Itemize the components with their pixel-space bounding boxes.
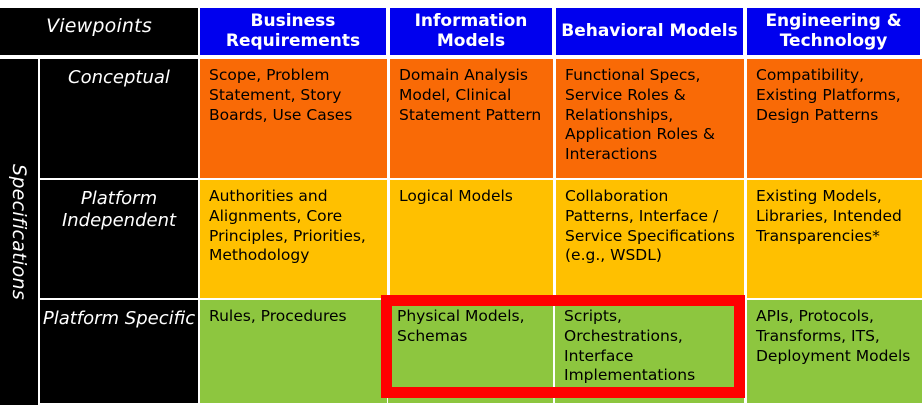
cell-text: Authorities and Alignments, Core Princip… bbox=[209, 187, 366, 265]
row-header-label: Platform Independent bbox=[61, 188, 177, 231]
column-header-information-models: Information Models bbox=[388, 8, 554, 55]
row-axis-header: Specifications bbox=[0, 57, 40, 405]
cell-conceptual-information-models: Domain Analysis Model, Clinical Statemen… bbox=[388, 57, 554, 178]
cell-platform-specific-behavioral-models: Scripts, Orchestrations, Interface Imple… bbox=[554, 298, 745, 403]
column-header-label: Business Requirements bbox=[225, 10, 361, 51]
row-header-platform-specific: Platform Specific bbox=[38, 298, 198, 403]
cell-text: Collaboration Patterns, Interface / Serv… bbox=[565, 187, 735, 265]
cell-platform-specific-engineering-technology: APIs, Protocols, Transforms, ITS, Deploy… bbox=[745, 298, 922, 403]
cell-platform-specific-business-requirements: Rules, Procedures bbox=[198, 298, 388, 403]
cell-text: Functional Specs, Service Roles & Relati… bbox=[565, 66, 716, 164]
cell-conceptual-business-requirements: Scope, Problem Statement, Story Boards, … bbox=[198, 57, 388, 178]
column-header-label: Engineering & Technology bbox=[765, 10, 902, 51]
cell-platform-independent-engineering-technology: Existing Models, Libraries, Intended Tra… bbox=[745, 178, 922, 298]
row-header-platform-independent: Platform Independent bbox=[38, 178, 198, 298]
cell-text: Rules, Procedures bbox=[209, 307, 347, 325]
row-header-conceptual: Conceptual bbox=[38, 57, 198, 178]
cell-platform-independent-business-requirements: Authorities and Alignments, Core Princip… bbox=[198, 178, 388, 298]
cell-text: Compatibility, Existing Platforms, Desig… bbox=[756, 66, 901, 124]
column-header-engineering-technology: Engineering & Technology bbox=[745, 8, 922, 55]
cell-text: Physical Models, Schemas bbox=[397, 307, 525, 345]
cell-conceptual-engineering-technology: Compatibility, Existing Platforms, Desig… bbox=[745, 57, 922, 178]
row-header-label: Platform Specific bbox=[42, 308, 196, 329]
column-axis-header: Viewpoints bbox=[0, 8, 198, 55]
cell-text: Domain Analysis Model, Clinical Statemen… bbox=[399, 66, 542, 124]
row-axis-label: Specifications bbox=[8, 163, 30, 301]
cell-text: Logical Models bbox=[399, 187, 513, 205]
cell-text: APIs, Protocols, Transforms, ITS, Deploy… bbox=[756, 307, 911, 365]
cell-platform-independent-information-models: Logical Models bbox=[388, 178, 554, 298]
cell-platform-independent-behavioral-models: Collaboration Patterns, Interface / Serv… bbox=[554, 178, 745, 298]
column-header-business-requirements: Business Requirements bbox=[198, 8, 388, 55]
column-header-label: Information Models bbox=[414, 10, 528, 51]
cell-text: Existing Models, Libraries, Intended Tra… bbox=[756, 187, 902, 245]
cell-text: Scripts, Orchestrations, Interface Imple… bbox=[564, 307, 696, 385]
column-header-label: Behavioral Models bbox=[561, 20, 738, 41]
cell-conceptual-behavioral-models: Functional Specs, Service Roles & Relati… bbox=[554, 57, 745, 178]
column-axis-label: Viewpoints bbox=[46, 15, 152, 37]
row-header-label: Conceptual bbox=[68, 67, 170, 88]
cell-text: Scope, Problem Statement, Story Boards, … bbox=[209, 66, 353, 124]
cell-platform-specific-information-models: Physical Models, Schemas bbox=[388, 298, 554, 403]
column-header-behavioral-models: Behavioral Models bbox=[554, 8, 745, 55]
